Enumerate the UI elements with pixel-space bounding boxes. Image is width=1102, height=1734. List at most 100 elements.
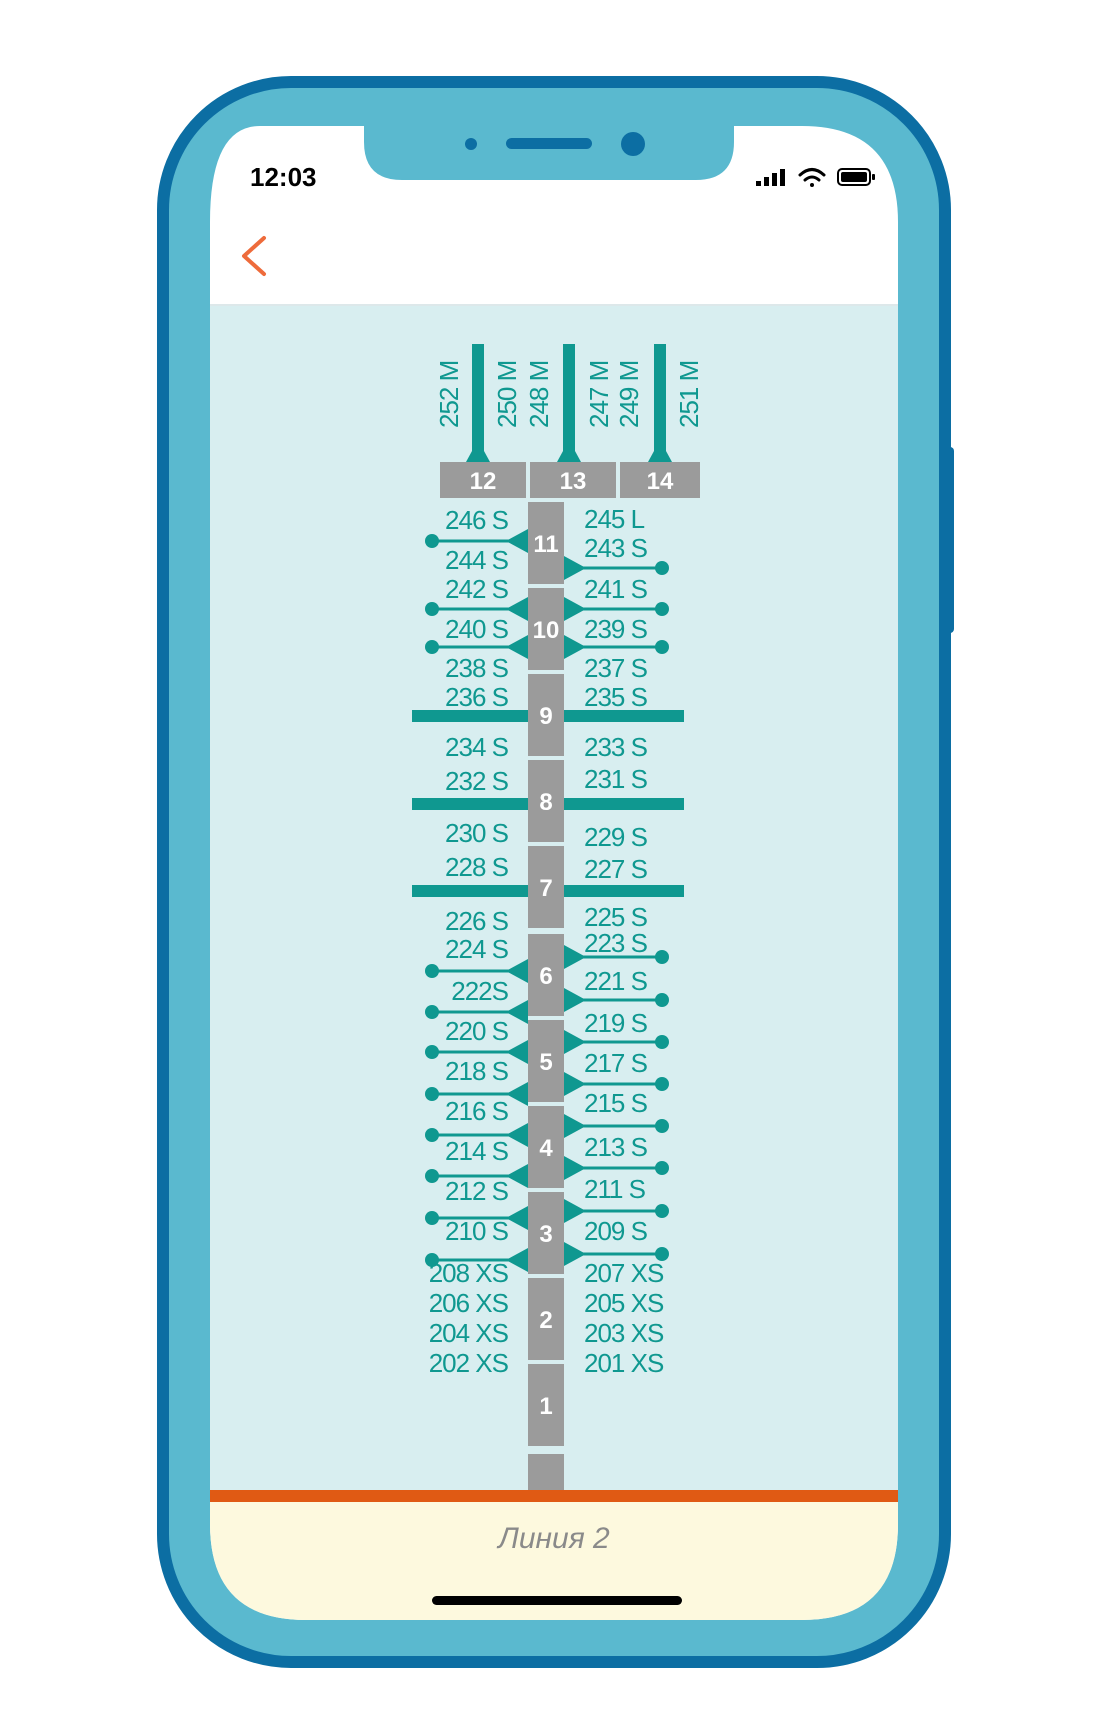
- spine-segment-number: 5: [539, 1049, 552, 1076]
- left-slot-label: 218 S: [445, 1056, 509, 1086]
- bay-arrow-left: [506, 1206, 528, 1230]
- proximity-sensor: [465, 138, 477, 150]
- right-slot-label: 217 S: [584, 1048, 648, 1078]
- top-slot-label: 250 M: [492, 361, 522, 428]
- left-slot-label: 228 S: [445, 852, 509, 882]
- spine-segment: [528, 1106, 564, 1188]
- top-segment: [620, 462, 700, 498]
- bay-dot-left: [425, 534, 439, 548]
- spine-segment: [528, 934, 564, 1016]
- spine-segment: [528, 760, 564, 842]
- right-slot-label: 239 S: [584, 614, 648, 644]
- bay-stem-arrow: [466, 440, 490, 462]
- top-slot-label: 252 M: [434, 361, 464, 428]
- bay-dot-left: [425, 602, 439, 616]
- spine-segment-stub: [528, 1454, 564, 1490]
- top-segment-number: 12: [470, 468, 497, 495]
- right-slot-label: 245 L: [584, 504, 645, 534]
- bay-dot-left: [425, 1087, 439, 1101]
- right-slot-label: 223 S: [584, 928, 648, 958]
- bay-arrow-left: [506, 1123, 528, 1147]
- left-slot-label: 202 XS: [429, 1348, 509, 1378]
- top-segment-number: 13: [560, 468, 587, 495]
- top-slot-label: 247 M: [584, 361, 614, 428]
- right-slot-label: 237 S: [584, 653, 648, 683]
- spine-segment-number: 3: [539, 1221, 552, 1248]
- left-slot-label: 214 S: [445, 1136, 509, 1166]
- left-slot-label: 216 S: [445, 1096, 509, 1126]
- spine-segment-number: 8: [539, 789, 552, 816]
- spine-segment-number: 7: [539, 875, 552, 902]
- left-slot-label: 210 S: [445, 1216, 509, 1246]
- signal-icon: [756, 169, 785, 186]
- bay-line-left: [412, 798, 528, 810]
- left-slot-label: 240 S: [445, 614, 509, 644]
- top-segment-number: 14: [647, 468, 674, 495]
- right-slot-label: 211 S: [584, 1174, 646, 1204]
- earpiece-speaker: [506, 138, 592, 149]
- bay-line-left: [412, 885, 528, 897]
- bay-dot-left: [425, 1045, 439, 1059]
- spine-segment-number: 2: [539, 1307, 552, 1334]
- right-slot-label: 219 S: [584, 1008, 648, 1038]
- right-slot-label: 225 S: [584, 902, 648, 932]
- bay-dot-left: [425, 1005, 439, 1019]
- right-slot-label: 209 S: [584, 1216, 648, 1246]
- spine-segment: [528, 1364, 564, 1446]
- spine-segment: [528, 846, 564, 928]
- bay-line-right: [564, 885, 684, 897]
- right-slot-label: 215 S: [584, 1088, 648, 1118]
- bay-arrow-right: [564, 635, 586, 659]
- spine-segment-number: 1: [539, 1393, 552, 1420]
- bay-stem-arrow: [557, 440, 581, 462]
- bay-stem-arrow: [648, 440, 672, 462]
- bay-arrow-right: [564, 1072, 586, 1096]
- spine-segment-number: 9: [539, 703, 552, 730]
- left-slot-label: 212 S: [445, 1176, 509, 1206]
- right-slot-label: 227 S: [584, 854, 648, 884]
- bay-arrow-right: [564, 945, 586, 969]
- left-slot-label: 220 S: [445, 1016, 509, 1046]
- right-slot-label: 243 S: [584, 533, 648, 563]
- left-slot-label: 208 XS: [429, 1258, 509, 1288]
- bay-arrow-right: [564, 1199, 586, 1223]
- left-slot-label: 242 S: [445, 574, 509, 604]
- bay-arrow-right: [564, 597, 586, 621]
- home-indicator[interactable]: [432, 1596, 682, 1605]
- left-slot-label: 224 S: [445, 934, 509, 964]
- right-slot-label: 231 S: [584, 764, 648, 794]
- right-slot-label: 207 XS: [584, 1258, 664, 1288]
- spine-segment: [528, 1278, 564, 1360]
- bay-dot-right: [655, 950, 669, 964]
- left-slot-label: 206 XS: [429, 1288, 509, 1318]
- bay-dot-left: [425, 1128, 439, 1142]
- battery-icon: [837, 168, 875, 186]
- right-slot-label: 213 S: [584, 1132, 648, 1162]
- right-slot-label: 229 S: [584, 822, 648, 852]
- bay-arrow-left: [506, 1248, 528, 1272]
- top-segment: [440, 462, 526, 498]
- spine-segment: [528, 1192, 564, 1274]
- right-slot-label: 201 XS: [584, 1348, 664, 1378]
- back-chevron-icon[interactable]: [242, 236, 266, 276]
- bay-dot-right: [655, 993, 669, 1007]
- top-slot-label: 251 M: [674, 361, 704, 428]
- right-slot-label: 241 S: [584, 574, 648, 604]
- bay-dot-left: [425, 640, 439, 654]
- bay-arrow-right: [564, 1156, 586, 1180]
- left-slot-label: 238 S: [445, 653, 509, 683]
- bay-arrow-left: [506, 1040, 528, 1064]
- bay-dot-left: [425, 1169, 439, 1183]
- left-slot-label: 230 S: [445, 818, 509, 848]
- left-slot-label: 244 S: [445, 545, 509, 575]
- bay-dot-left: [425, 964, 439, 978]
- bay-arrow-right: [564, 1242, 586, 1266]
- left-slot-label: 232 S: [445, 766, 509, 796]
- right-slot-label: 235 S: [584, 682, 648, 712]
- bay-arrow-right: [564, 1114, 586, 1138]
- bay-dot-right: [655, 1035, 669, 1049]
- bay-arrow-right: [564, 556, 586, 580]
- bay-dot-right: [655, 1161, 669, 1175]
- bay-line-right: [564, 710, 684, 722]
